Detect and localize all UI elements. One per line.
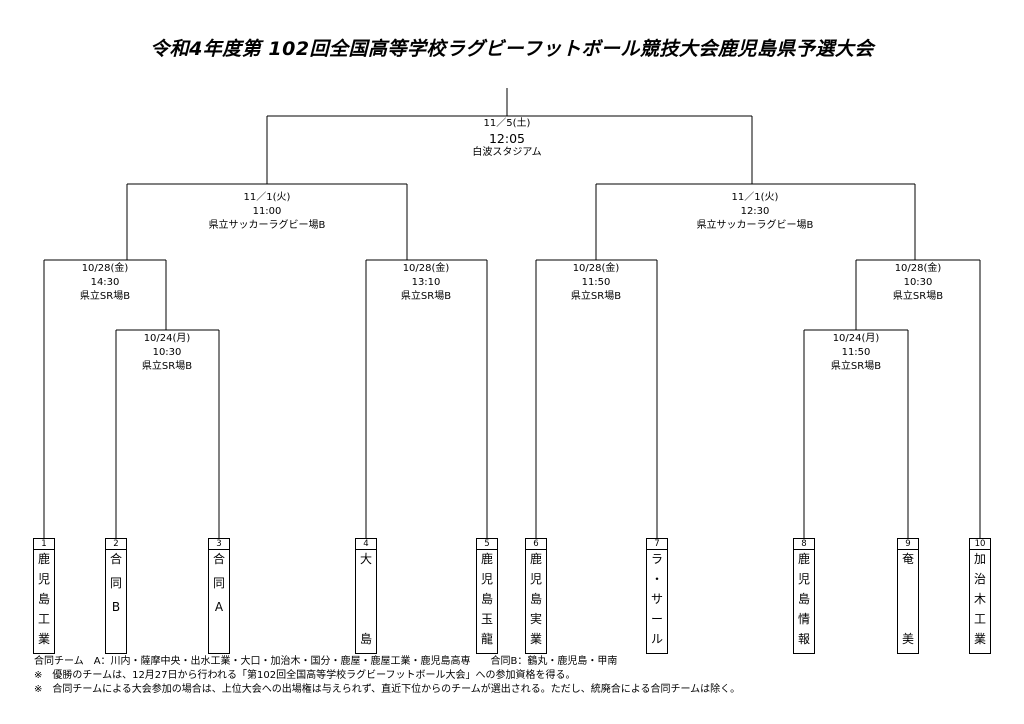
- team-name: 鹿児島実業: [529, 552, 542, 646]
- bracket-line-sf2: [595, 183, 916, 260]
- note-champion: ※ 優勝のチームは、12月27日から行われる「第102回全国高等学校ラグビーフッ…: [34, 670, 576, 681]
- match-final: 11／5(土) 12:05 白波スタジアム: [407, 117, 607, 160]
- match-qf3: 10/28(金) 11:50 県立SR場B: [546, 262, 646, 304]
- match-qf1: 10/28(金) 14:30 県立SR場B: [55, 262, 155, 304]
- team-number: 4: [356, 539, 376, 550]
- match-time: 11:00: [252, 206, 282, 217]
- team-name: 奄美: [901, 552, 914, 646]
- match-time: 10:30: [152, 347, 182, 358]
- match-date: 10/28(金): [894, 263, 942, 274]
- team-box: 7 ラ・サール: [646, 538, 668, 654]
- bracket-line-qf4: [855, 259, 981, 538]
- team-box: 10 加治木工業: [969, 538, 991, 654]
- team-number: 8: [794, 539, 814, 550]
- match-venue: 県立SR場B: [830, 361, 882, 372]
- match-time: 12:05: [488, 131, 526, 146]
- match-date: 11／5(土): [483, 118, 531, 129]
- match-venue: 県立SR場B: [892, 291, 944, 302]
- bracket-line-qf1: [43, 259, 167, 538]
- page-title: 令和4年度第 102回全国高等学校ラグビーフットボール競技大会鹿児島県予選大会: [150, 38, 874, 60]
- team-box: 1 鹿児島工業: [33, 538, 55, 654]
- team-box: 6 鹿児島実業: [525, 538, 547, 654]
- team-box: 8 鹿児島情報: [793, 538, 815, 654]
- match-time: 11:50: [581, 277, 611, 288]
- match-venue: 白波スタジアム: [472, 147, 542, 158]
- bracket-line-r1b: [803, 329, 909, 538]
- match-date: 11／1(火): [243, 192, 291, 203]
- match-qf4: 10/28(金) 10:30 県立SR場B: [868, 262, 968, 304]
- footnotes: 合同チーム A：川内・薩摩中央・出水工業・大口・加治木・国分・鹿屋・鹿屋工業・鹿…: [34, 655, 740, 697]
- team-number: 1: [34, 539, 54, 550]
- team-name: 鹿児島玉龍: [480, 552, 493, 646]
- team-name: 大島: [359, 552, 372, 646]
- team-name: 加治木工業: [973, 552, 986, 646]
- team-box: 9 奄美: [897, 538, 919, 654]
- team-number: 7: [647, 539, 667, 550]
- bracket-line-final: [266, 88, 753, 184]
- match-venue: 県立SR場B: [400, 291, 452, 302]
- match-venue: 県立SR場B: [79, 291, 131, 302]
- match-venue: 県立サッカーラグビー場B: [696, 220, 814, 231]
- match-time: 14:30: [90, 277, 120, 288]
- match-r1b: 10/24(月) 11:50 県立SR場B: [806, 332, 906, 374]
- match-time: 12:30: [740, 206, 770, 217]
- team-box: 5 鹿児島玉龍: [476, 538, 498, 654]
- match-date: 10/28(金): [402, 263, 450, 274]
- match-time: 13:10: [411, 277, 441, 288]
- match-venue: 県立サッカーラグビー場B: [208, 220, 326, 231]
- match-date: 10/24(月): [832, 333, 880, 344]
- team-number: 10: [970, 539, 990, 550]
- match-date: 10/24(月): [143, 333, 191, 344]
- match-time: 11:50: [841, 347, 871, 358]
- note-joint-team-rule: ※ 合同チームによる大会参加の場合は、上位大会への出場権は与えられず、直近下位か…: [34, 684, 741, 695]
- match-date: 10/28(金): [81, 263, 129, 274]
- bracket-line-qf2: [365, 259, 488, 538]
- match-date: 10/28(金): [572, 263, 620, 274]
- bracket-line-qf3: [535, 259, 658, 538]
- team-number: 5: [477, 539, 497, 550]
- match-time: 10:30: [903, 277, 933, 288]
- match-sf1: 11／1(火) 11:00 県立サッカーラグビー場B: [167, 191, 367, 233]
- match-r1a: 10/24(月) 10:30 県立SR場B: [117, 332, 217, 374]
- note-joint-teams: 合同チーム A：川内・薩摩中央・出水工業・大口・加治木・国分・鹿屋・鹿屋工業・鹿…: [34, 656, 618, 667]
- match-qf2: 10/28(金) 13:10 県立SR場B: [376, 262, 476, 304]
- team-number: 9: [898, 539, 918, 550]
- match-venue: 県立SR場B: [570, 291, 622, 302]
- team-name: 鹿児島情報: [797, 552, 810, 646]
- team-name: 鹿児島工業: [37, 552, 50, 646]
- bracket-line-r1a: [115, 329, 220, 538]
- team-number: 6: [526, 539, 546, 550]
- match-date: 11／1(火): [731, 192, 779, 203]
- team-name: ラ・サール: [650, 552, 663, 646]
- match-sf2: 11／1(火) 12:30 県立サッカーラグビー場B: [655, 191, 855, 233]
- match-venue: 県立SR場B: [141, 361, 193, 372]
- team-number: 2: [106, 539, 126, 550]
- bracket-line-sf1: [126, 183, 408, 260]
- team-box: 4 大島: [355, 538, 377, 654]
- team-number: 3: [209, 539, 229, 550]
